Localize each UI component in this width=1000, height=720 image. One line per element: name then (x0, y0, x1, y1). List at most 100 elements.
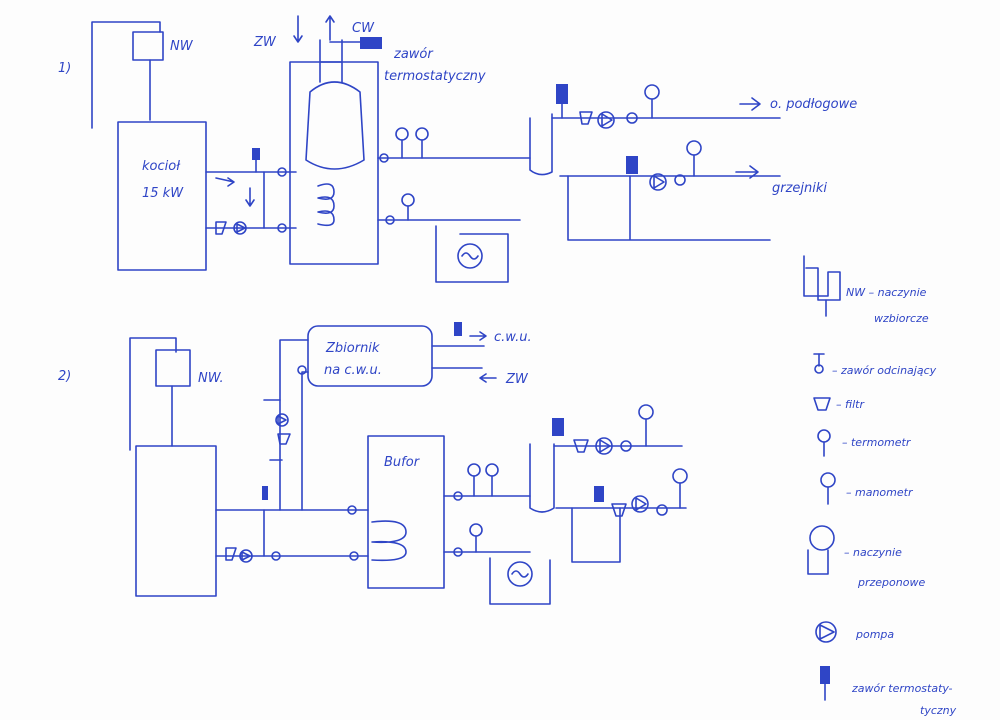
cold-water-arrow-2 (479, 373, 497, 383)
flow-arrow-down-1 (245, 187, 255, 207)
membrane-expansion-vessel-1 (457, 243, 483, 269)
legend-shutoff-valve-label: – zawór odcinający (832, 364, 937, 377)
diagram-1-number: 1) (58, 61, 71, 76)
heating-coil-2 (371, 520, 407, 562)
pump-symbol-floor-2 (599, 439, 611, 453)
shutoff-valve-icon-1e (626, 112, 638, 124)
membrane-vessel-wave-2 (511, 570, 529, 578)
thermometer-icon-1c (644, 84, 660, 100)
legend-pump-symbol (819, 624, 835, 640)
thermometer-icon-2c (638, 404, 654, 420)
buffer-tank-2 (367, 435, 445, 589)
legend-open-vessel-label-1: NW – naczynie (846, 286, 927, 299)
legend-manometer-icon (820, 472, 836, 488)
thermometer-icon-1a (415, 127, 429, 141)
expansion-vessel-label-2: NW. (198, 371, 224, 386)
radiator-circuit-2 (571, 507, 621, 563)
floor-heating-circuit-2 (553, 445, 687, 509)
thermostatic-valve-icon-2a (454, 322, 462, 336)
dhw-arrow-2 (469, 331, 487, 341)
pump-symbol-radiator-1 (653, 175, 665, 189)
pump-symbol-1 (236, 223, 246, 233)
flow-arrow-1 (215, 177, 235, 187)
supply-pipe-1 (205, 171, 297, 229)
expansion-vessel-label-1: NW (170, 39, 194, 54)
thermostatic-valve-icon-2d (594, 486, 604, 502)
radiator-circuit-1 (567, 175, 771, 241)
pump-symbol-floor-1 (601, 113, 613, 127)
filter-icon-2d (611, 503, 627, 517)
thermostatic-valve-icon-1b (556, 84, 568, 104)
shutoff-valve-icon-2a (297, 365, 307, 375)
thermostatic-valve-label-1a: zawór (393, 47, 434, 62)
thermostatic-valve-icon-2b (262, 486, 268, 500)
cold-water-arrow-1 (293, 15, 303, 43)
pump-icon-2 (239, 549, 253, 563)
manifold-2 (529, 443, 555, 513)
dhw-tank-inner-vessel-1 (305, 81, 365, 170)
shutoff-valve-icon-2d (271, 551, 281, 561)
legend-thermometer-label: – termometr (842, 436, 912, 449)
expansion-vessel-pipe-1 (91, 21, 161, 129)
legend-filter-label: – filtr (836, 398, 865, 411)
shutoff-valve-icon-2e (347, 505, 357, 515)
legend-pump-icon (815, 621, 837, 643)
thermometer-icon-2a (485, 463, 499, 477)
boiler-1 (117, 121, 207, 271)
boiler-power-1: 15 kW (142, 186, 184, 201)
cold-water-label-1: ZW (253, 35, 277, 50)
boiler-2 (135, 445, 217, 597)
thermometer-icon-1b (401, 193, 415, 207)
pump-symbol-radiator-2 (635, 497, 647, 511)
thermostatic-valve-icon-1c (626, 156, 638, 174)
dhw-tank-label-2a: Zbiornik (325, 341, 380, 356)
dhw-tank-1 (289, 61, 379, 265)
dhw-label-2: c.w.u. (494, 330, 532, 345)
hot-water-arrow-1 (325, 15, 335, 41)
pump-symbol-2 (241, 551, 251, 561)
shutoff-valve-icon-2h (453, 547, 463, 557)
dhw-tank-2 (307, 325, 433, 387)
filter-icon-2a (277, 433, 291, 445)
diagram-1: 1) NW kocioł 15 kW ZW CW zawór te (58, 15, 857, 283)
supply-pipe-2 (215, 509, 369, 557)
pump-icon-1 (233, 221, 247, 235)
shutoff-valve-icon-2i (620, 440, 632, 452)
hot-water-label-1: CW (352, 21, 375, 36)
legend-open-vessel-symbol (803, 255, 841, 301)
shutoff-valve-icon-1d (385, 215, 395, 225)
pump-icon-floor-1 (597, 111, 615, 129)
pump-icon-radiator-2 (631, 495, 649, 513)
legend-thermostatic-valve-icon (820, 666, 830, 684)
membrane-vessel-pipe-2 (489, 557, 551, 605)
legend-thermostatic-valve-label-1: zawór termostaty- (851, 682, 953, 695)
shutoff-valve-icon-2j (656, 504, 668, 516)
floor-heating-circuit-1 (551, 117, 781, 177)
buffer-label-2: Bufor (384, 455, 421, 470)
dhw-outlet-pipe-2 (431, 345, 485, 369)
filter-icon-1b (579, 111, 593, 125)
shutoff-valve-icon-1f (674, 174, 686, 186)
membrane-expansion-vessel-2 (507, 561, 533, 587)
legend-membrane-vessel-label-2: przeponowe (857, 576, 925, 589)
dhw-tank-label-2b: na c.w.u. (324, 363, 382, 378)
supply-line-to-manifold-2 (443, 495, 531, 553)
expansion-vessel-nw-2 (155, 349, 191, 387)
legend-filter-icon (813, 397, 831, 411)
legend-manometer-label: – manometr (846, 486, 914, 499)
shutoff-valve-icon-1c (379, 153, 389, 163)
diagram-2-number: 2) (58, 369, 71, 384)
diagram-2: 2) NW. Zbiornik na c.w.u. c.w.u. ZW (58, 322, 688, 605)
thermometer-icon-2b (469, 523, 483, 537)
shutoff-valve-icon-2g (453, 491, 463, 501)
manometer-icon-2 (467, 463, 481, 477)
pump-icon-dhw-2 (275, 413, 289, 427)
thermostatic-valve-icon-1a (252, 148, 260, 160)
membrane-vessel-wave-1 (461, 252, 479, 260)
pump-icon-radiator-1 (649, 173, 667, 191)
shutoff-valve-icon-1b (277, 223, 287, 233)
legend-membrane-vessel-pipe (807, 549, 829, 575)
radiator-arrow-1 (735, 165, 759, 179)
